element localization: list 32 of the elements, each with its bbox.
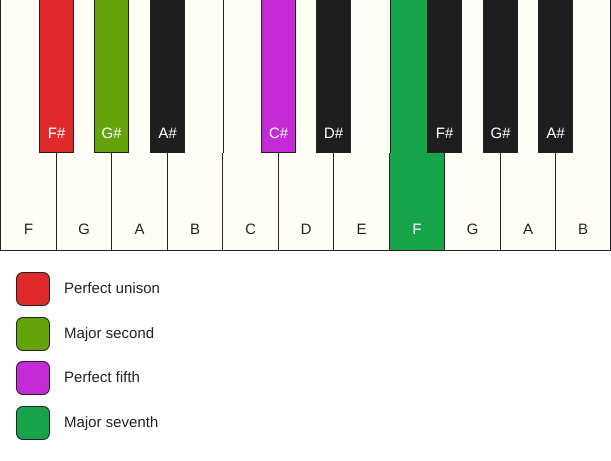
piano-key xyxy=(538,0,573,153)
key-label: A xyxy=(134,221,144,238)
piano-key xyxy=(261,0,296,153)
key-label: G xyxy=(78,221,90,238)
key-label: C xyxy=(245,221,256,238)
legend-label: Major second xyxy=(64,324,154,343)
key-label: D# xyxy=(324,125,344,142)
key-label: F# xyxy=(436,125,454,142)
key-label: F xyxy=(24,221,34,238)
key-label: E xyxy=(356,221,366,238)
piano-key xyxy=(94,0,129,153)
piano-key xyxy=(427,0,462,153)
piano-key xyxy=(316,0,351,153)
piano-key xyxy=(150,0,185,153)
key-label: B xyxy=(578,221,588,238)
legend-label: Perfect unison xyxy=(64,280,160,298)
key-label: G# xyxy=(490,125,510,142)
key-label: A xyxy=(522,221,533,238)
key-label: B xyxy=(190,221,200,238)
legend-label: Perfect fifth xyxy=(64,369,140,388)
piano-key xyxy=(39,0,74,153)
key-label: G xyxy=(466,221,478,238)
key-label: D xyxy=(300,221,312,238)
key-label: F xyxy=(412,221,422,238)
key-label: A# xyxy=(158,125,177,142)
piano-key xyxy=(389,153,445,251)
key-label: F# xyxy=(48,125,66,142)
key-label: C# xyxy=(268,125,288,142)
key-label: A# xyxy=(546,125,565,142)
piano-key xyxy=(483,0,518,153)
legend-label: Major seventh xyxy=(64,414,158,432)
key-label: G# xyxy=(101,125,122,142)
